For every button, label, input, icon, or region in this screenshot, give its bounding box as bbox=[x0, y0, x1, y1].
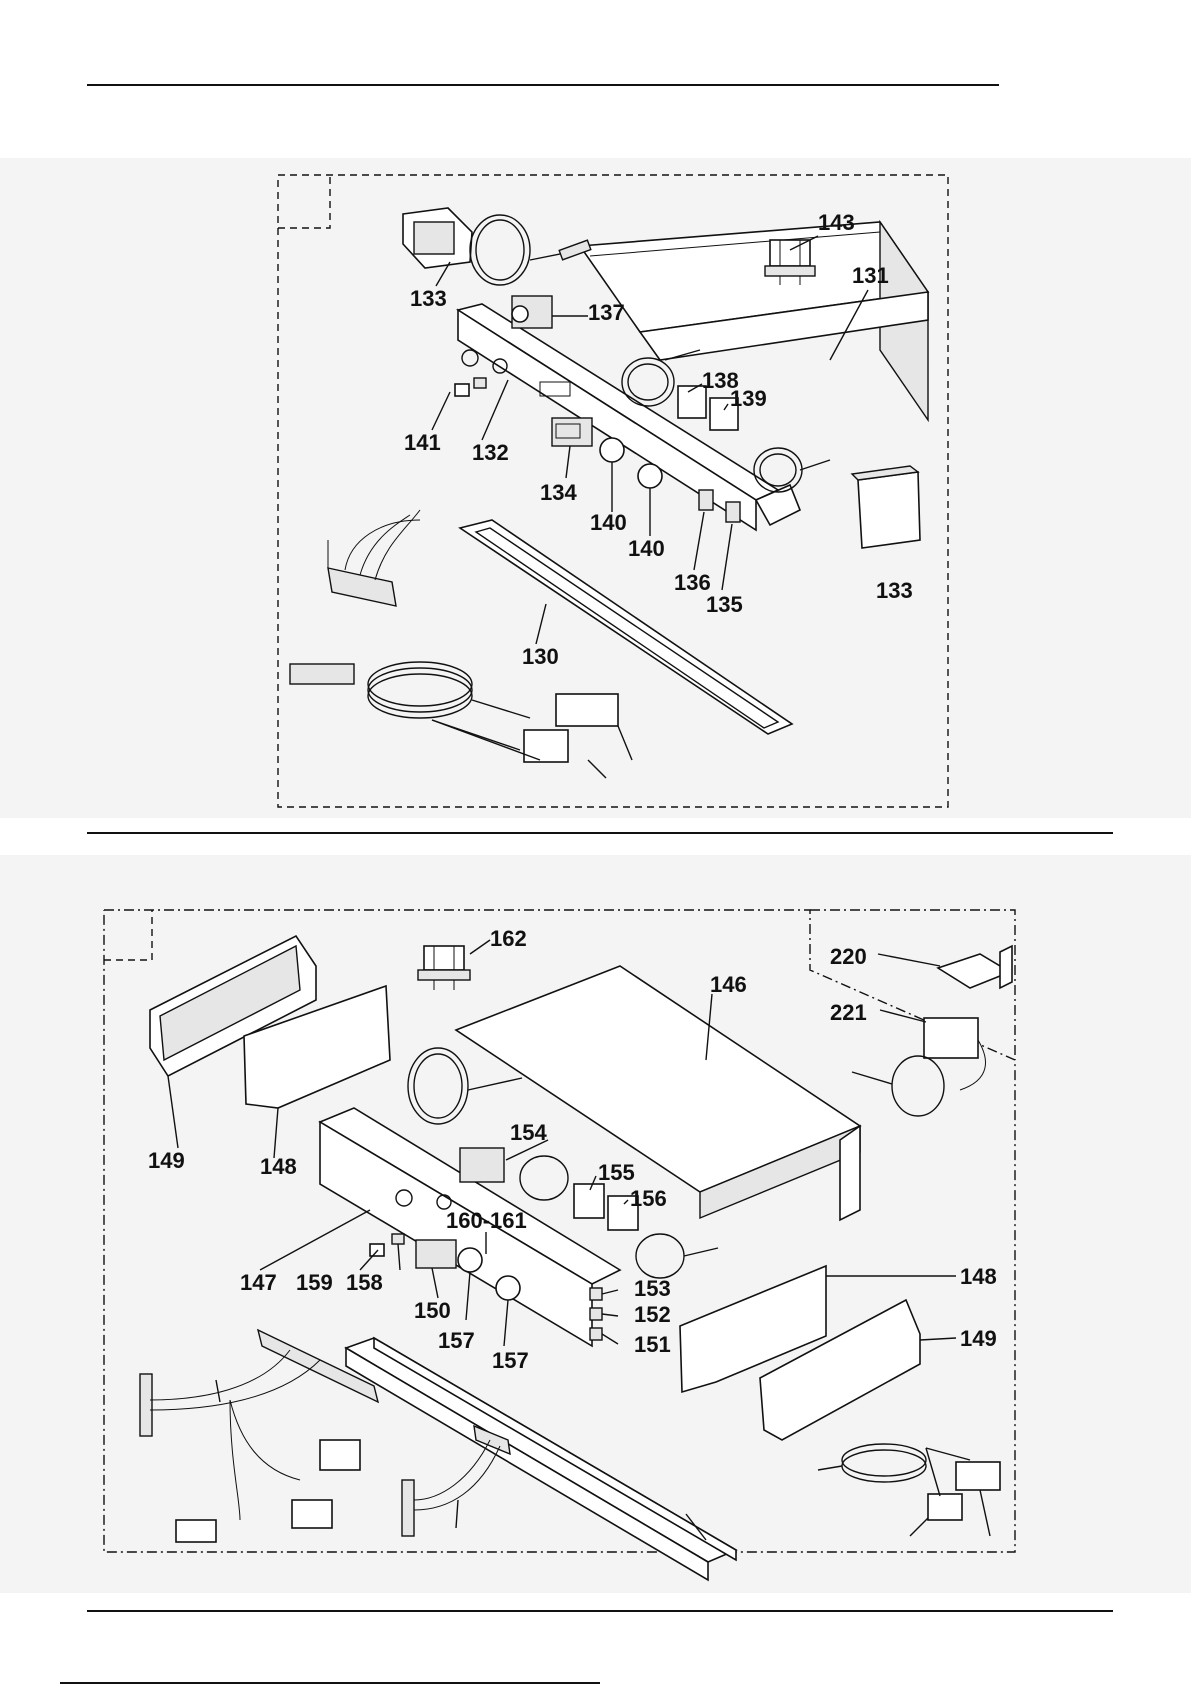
part-label-141: 141 bbox=[404, 430, 441, 455]
tray-130 bbox=[460, 520, 792, 734]
part-label-135: 135 bbox=[706, 592, 743, 617]
wire-harness-top bbox=[328, 510, 420, 606]
part-label-157-b: 157 bbox=[492, 1348, 529, 1373]
part-label-140-b: 140 bbox=[628, 536, 665, 561]
fittings-141 bbox=[455, 378, 486, 396]
part-label-220: 220 bbox=[830, 944, 867, 969]
probe-cable-bottom bbox=[818, 1444, 1000, 1520]
part-label-133-right: 133 bbox=[876, 578, 913, 603]
part-label-153: 153 bbox=[634, 1276, 671, 1301]
switches-151-153 bbox=[590, 1288, 602, 1340]
cover-146 bbox=[456, 966, 860, 1220]
part-label-156: 156 bbox=[630, 1186, 667, 1211]
part-label-157-a: 157 bbox=[438, 1328, 475, 1353]
part-label-149-left: 149 bbox=[148, 1148, 185, 1173]
part-label-134: 134 bbox=[540, 480, 577, 505]
part-label-152: 152 bbox=[634, 1302, 671, 1327]
part-label-143: 143 bbox=[818, 210, 855, 235]
part-label-137: 137 bbox=[588, 300, 625, 325]
side-cap-133-left bbox=[403, 208, 591, 285]
part-label-130: 130 bbox=[522, 644, 559, 669]
part-label-146: 146 bbox=[710, 972, 747, 997]
switch-150 bbox=[416, 1240, 456, 1268]
part-label-148-left: 148 bbox=[260, 1154, 297, 1179]
side-cap-133-right bbox=[852, 466, 920, 548]
part-label-149-right: 149 bbox=[960, 1326, 997, 1351]
part-label-132: 132 bbox=[472, 440, 509, 465]
probe-cable-top bbox=[290, 662, 632, 778]
part-label-139: 139 bbox=[730, 386, 767, 411]
part-label-154: 154 bbox=[510, 1120, 547, 1145]
knob-137 bbox=[512, 296, 552, 328]
part-label-148-right: 148 bbox=[960, 1264, 997, 1289]
bracket-220 bbox=[938, 946, 1012, 988]
part-label-133-left: 133 bbox=[410, 286, 447, 311]
part-label-150: 150 bbox=[414, 1298, 451, 1323]
switch-134 bbox=[552, 418, 592, 446]
part-label-147: 147 bbox=[240, 1270, 277, 1295]
wire-harness-bottom-left bbox=[140, 1330, 378, 1542]
part-label-155: 155 bbox=[598, 1160, 635, 1185]
part-label-162: 162 bbox=[490, 926, 527, 951]
base-tray bbox=[346, 1338, 736, 1580]
part-label-160-161: 160-161 bbox=[446, 1208, 527, 1233]
part-label-140-a: 140 bbox=[590, 510, 627, 535]
part-label-131: 131 bbox=[852, 263, 889, 288]
clamp-162 bbox=[418, 946, 470, 990]
part-label-158: 158 bbox=[346, 1270, 383, 1295]
part-label-151: 151 bbox=[634, 1332, 671, 1357]
part-label-221: 221 bbox=[830, 1000, 867, 1025]
thermostat-221 bbox=[852, 1018, 985, 1116]
part-label-159: 159 bbox=[296, 1270, 333, 1295]
